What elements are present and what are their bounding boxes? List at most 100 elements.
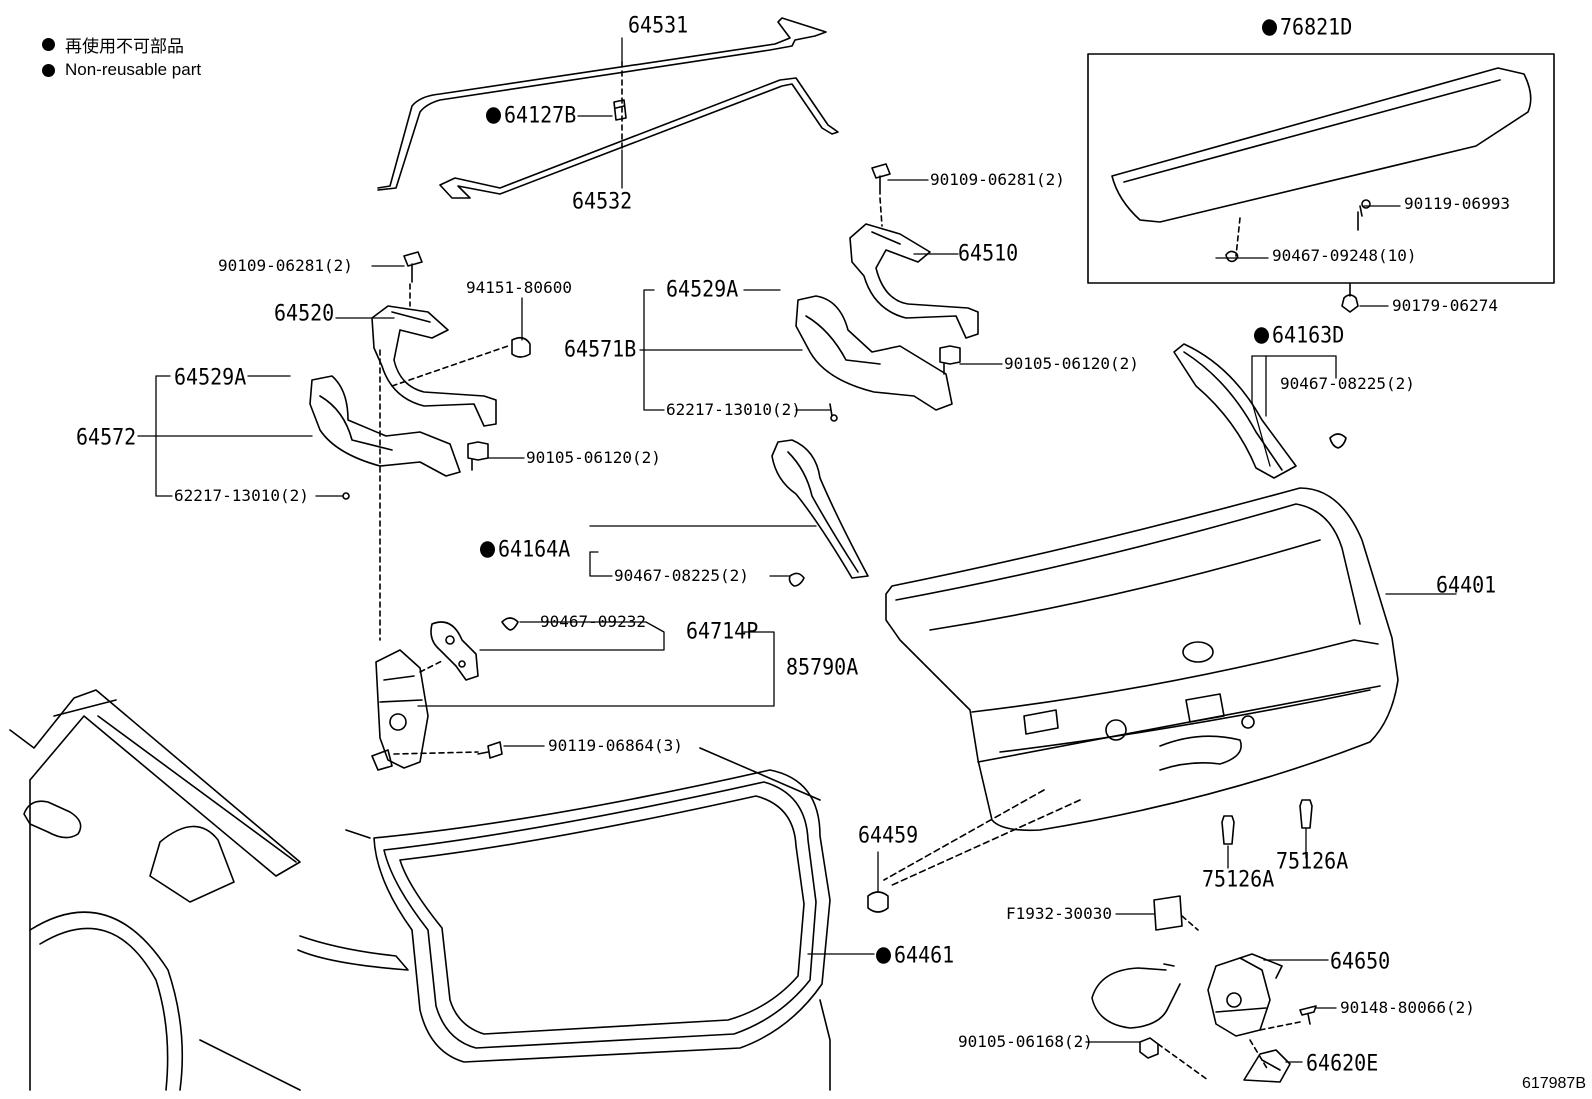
part-label: 62217-13010(2) xyxy=(666,402,801,418)
legend-label-en: Non-reusable part xyxy=(65,60,202,79)
legend: 再使用不可部品 Non-reusable part xyxy=(42,31,201,83)
stud-75126A-1 xyxy=(1221,815,1235,845)
part-label: 90179-06274 xyxy=(1392,298,1498,314)
leader-dash xyxy=(883,789,1045,881)
bolt-90105-left xyxy=(467,441,489,471)
part-label: 90467-09232 xyxy=(540,614,646,630)
part-label: 90105-06120(2) xyxy=(526,450,661,466)
part-label: 64510 xyxy=(958,242,1018,264)
part-number: 90179-06274 xyxy=(1392,296,1498,315)
part-number: 64532 xyxy=(572,187,633,215)
part-label: 64571B xyxy=(564,338,636,360)
part-number: 90467-08225(2) xyxy=(614,566,749,585)
stud-75126A-2 xyxy=(1299,799,1313,829)
part-label: 94151-80600 xyxy=(466,280,572,296)
part-label: 90467-08225(2) xyxy=(614,568,749,584)
figure-id: 617987B xyxy=(1521,1075,1586,1092)
weatherstrip-64163D xyxy=(1173,343,1297,479)
part-number: 64163D xyxy=(1272,321,1345,349)
part-label: 64164A xyxy=(480,538,570,560)
leader-dash xyxy=(889,799,1081,887)
hinge-64520 xyxy=(371,251,497,427)
spoiler-box xyxy=(1087,53,1555,284)
bolt-90105-06168 xyxy=(1139,1037,1209,1081)
lid-lock-assy xyxy=(371,349,479,771)
part-label: 90119-06993 xyxy=(1404,196,1510,212)
legend-row-en: Non-reusable part xyxy=(42,57,201,83)
nonreusable-marker-icon xyxy=(42,63,55,77)
bolt-90148 xyxy=(1299,1005,1317,1025)
weatherstrip-64164A xyxy=(771,439,869,579)
part-label: F1932-30030 xyxy=(1006,906,1112,922)
trunk-lid-64401 xyxy=(885,487,1399,832)
legend-label-ja: 再使用不可部品 xyxy=(65,36,184,56)
part-number: 64520 xyxy=(274,299,335,327)
nonreusable-marker-icon xyxy=(1262,19,1277,36)
part-number: F1932-30030 xyxy=(1006,904,1112,923)
part-label: 90109-06281(2) xyxy=(218,258,353,274)
nonreusable-marker-icon xyxy=(480,541,495,558)
part-number: 90105-06168(2) xyxy=(958,1032,1093,1051)
bracket-64620E xyxy=(1243,1049,1291,1083)
part-number: 64531 xyxy=(628,11,689,39)
label-F1932-tag xyxy=(1153,895,1199,931)
part-number: 90119-06993 xyxy=(1404,194,1510,213)
part-number: 75126A xyxy=(1276,847,1349,875)
part-label: 64714P xyxy=(686,620,758,642)
hinge-cover-64571B xyxy=(795,295,953,422)
part-label: 64529A xyxy=(666,278,738,300)
vehicle-body xyxy=(9,689,831,1091)
part-number: 90105-06120(2) xyxy=(526,448,661,467)
part-number: 64571B xyxy=(564,335,637,363)
part-number: 64529A xyxy=(174,363,247,391)
part-label: 90109-06281(2) xyxy=(930,172,1065,188)
part-number: 90119-06864(3) xyxy=(548,736,683,755)
part-number: 90109-06281(2) xyxy=(930,170,1065,189)
part-label: 90119-06864(3) xyxy=(548,738,683,754)
part-label: 64163D xyxy=(1254,324,1344,346)
part-label: 64620E xyxy=(1306,1052,1378,1074)
part-number: 64459 xyxy=(858,821,919,849)
bumper-64459 xyxy=(867,891,889,913)
part-label: 62217-13010(2) xyxy=(174,488,309,504)
part-number: 62217-13010(2) xyxy=(666,400,801,419)
part-number: 85790A xyxy=(786,653,859,681)
part-label: 64401 xyxy=(1436,574,1496,596)
part-number: 94151-80600 xyxy=(466,278,572,297)
nonreusable-marker-icon xyxy=(486,107,501,124)
part-label: 64520 xyxy=(274,302,334,324)
part-label: 64461 xyxy=(876,944,954,966)
nonreusable-marker-icon xyxy=(42,37,55,51)
part-number: 90148-80066(2) xyxy=(1340,998,1475,1017)
torsion-bar-64531 xyxy=(377,17,827,191)
part-number: 76821D xyxy=(1280,13,1353,41)
part-number: 64164A xyxy=(498,535,571,563)
hinge-cover-64572 xyxy=(309,375,461,500)
part-label: 64572 xyxy=(76,426,136,448)
part-label: 90105-06120(2) xyxy=(1004,356,1139,372)
part-number: 64461 xyxy=(894,941,955,969)
part-label: 90148-80066(2) xyxy=(1340,1000,1475,1016)
part-number: 62217-13010(2) xyxy=(174,486,309,505)
part-label: 64529A xyxy=(174,366,246,388)
bumper-94151 xyxy=(391,336,531,387)
part-number: 90109-06281(2) xyxy=(218,256,353,275)
hinge-64510 xyxy=(849,163,979,339)
bolt-90105-right xyxy=(939,345,961,375)
part-label: 90467-08225(2) xyxy=(1280,376,1415,392)
part-label: 64650 xyxy=(1330,950,1390,972)
legend-row-ja: 再使用不可部品 xyxy=(42,31,201,57)
part-label: 90467-09248(10) xyxy=(1272,248,1417,264)
part-number: 64401 xyxy=(1436,571,1497,599)
nonreusable-marker-icon xyxy=(1254,327,1269,344)
part-label: 64127B xyxy=(486,104,576,126)
clip-90467-09232 xyxy=(501,617,519,631)
bar-clip-64127B xyxy=(613,99,627,121)
clip-90467-08225-l xyxy=(788,572,805,587)
spoiler-nut-90179 xyxy=(1341,283,1359,313)
part-number: 64510 xyxy=(958,239,1019,267)
part-label: 64459 xyxy=(858,824,918,846)
part-number: 90467-08225(2) xyxy=(1280,374,1415,393)
part-number: 90467-09248(10) xyxy=(1272,246,1417,265)
